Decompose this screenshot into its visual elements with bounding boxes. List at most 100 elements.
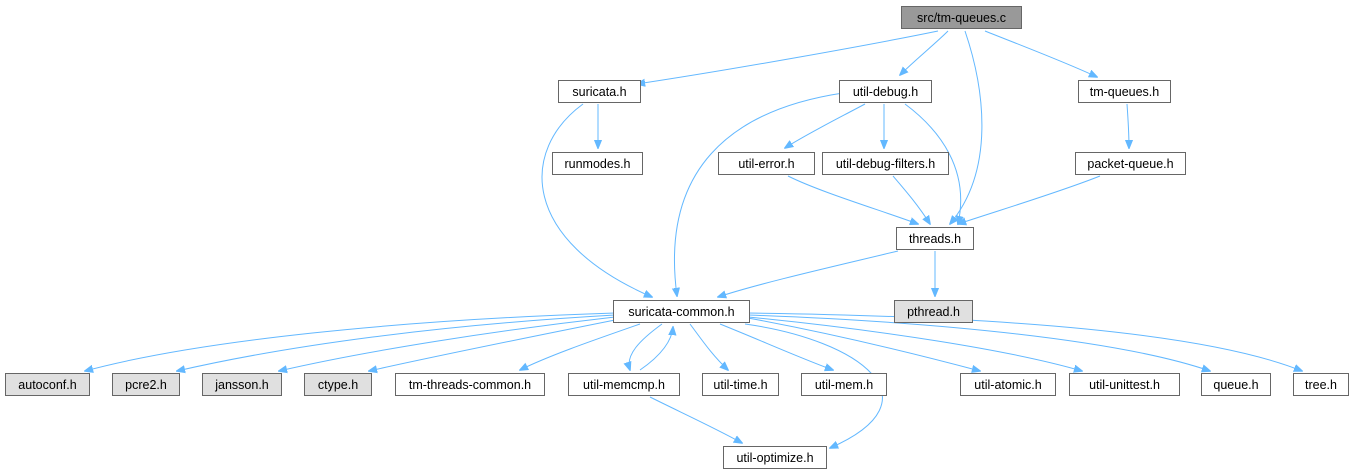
node-tm-queues-c: src/tm-queues.c (901, 6, 1022, 29)
node-util-error-h[interactable]: util-error.h (718, 152, 815, 175)
node-box (1075, 152, 1186, 175)
node-box (1293, 373, 1349, 396)
node-label: tm-queues.h (1090, 85, 1160, 99)
node-label: util-atomic.h (974, 378, 1041, 392)
node-ctype-h[interactable]: ctype.h (304, 373, 372, 396)
node-label: packet-queue.h (1087, 157, 1173, 171)
node-box (702, 373, 779, 396)
node-threads-h[interactable]: threads.h (896, 227, 974, 250)
node-jansson-h[interactable]: jansson.h (202, 373, 282, 396)
node-label: tm-threads-common.h (409, 378, 531, 392)
edge-util-memcmp-h-to-util-optimize-h (649, 396, 742, 443)
edge-suricata-common-h-to-util-memcmp-h (629, 323, 663, 370)
node-label: pcre2.h (125, 378, 167, 392)
node-label: pthread.h (907, 305, 960, 319)
edge-suricata-common-h-to-util-time-h (689, 323, 728, 370)
edge-tm-queues-h-to-packet-queue-h (1127, 103, 1129, 148)
node-box (894, 300, 973, 323)
edge-packet-queue-h-to-threads-h (958, 175, 1101, 224)
node-box (1078, 80, 1171, 103)
node-box (822, 152, 949, 175)
node-label: ctype.h (318, 378, 358, 392)
node-util-unittest-h[interactable]: util-unittest.h (1069, 373, 1180, 396)
node-autoconf-h[interactable]: autoconf.h (5, 373, 90, 396)
node-label: util-error.h (738, 157, 794, 171)
edge-suricata-common-h-to-queue-h (747, 314, 1210, 371)
node-box (202, 373, 282, 396)
edge-util-debug-filters-h-to-threads-h (892, 175, 930, 224)
edge-suricata-common-h-to-util-unittest-h (747, 316, 1082, 371)
node-util-debug-filters-h[interactable]: util-debug-filters.h (822, 152, 949, 175)
node-box (839, 80, 932, 103)
node-suricata-common-h[interactable]: suricata-common.h (613, 300, 750, 323)
edge-util-debug-h-to-util-error-h (785, 103, 866, 148)
edge-suricata-common-h-to-util-mem-h (719, 323, 833, 370)
edge-suricata-common-h-to-util-atomic-h (747, 317, 980, 371)
node-box (960, 373, 1056, 396)
node-tm-threads-common-h[interactable]: tm-threads-common.h (395, 373, 545, 396)
node-label: autoconf.h (18, 378, 76, 392)
node-label: queue.h (1213, 378, 1258, 392)
edge-suricata-common-h-to-ctype-h (369, 319, 616, 371)
node-packet-queue-h[interactable]: packet-queue.h (1075, 152, 1186, 175)
node-box (1069, 373, 1180, 396)
node-box (395, 373, 545, 396)
node-label: threads.h (909, 232, 961, 246)
edge-util-debug-h-to-threads-h (904, 103, 961, 224)
edge-suricata-common-h-to-pcre2-h (177, 314, 616, 371)
edge-suricata-common-h-to-tree-h (747, 312, 1302, 371)
node-label: jansson.h (214, 378, 269, 392)
node-box (896, 227, 974, 250)
node-box (304, 373, 372, 396)
node-label: util-debug.h (853, 85, 918, 99)
node-box (5, 373, 90, 396)
node-box (552, 152, 643, 175)
node-queue-h[interactable]: queue.h (1201, 373, 1271, 396)
node-label: tree.h (1305, 378, 1337, 392)
node-label: src/tm-queues.c (917, 11, 1006, 25)
node-label: util-memcmp.h (583, 378, 665, 392)
edge-suricata-common-h-to-jansson-h (279, 316, 616, 371)
edge-suricata-h-to-suricata-common-h (541, 103, 652, 297)
node-util-optimize-h[interactable]: util-optimize.h (723, 446, 827, 469)
node-label: util-time.h (713, 378, 767, 392)
node-util-time-h[interactable]: util-time.h (702, 373, 779, 396)
edge-suricata-common-h-to-autoconf-h (85, 312, 616, 371)
node-label: runmodes.h (564, 157, 630, 171)
node-label: util-optimize.h (736, 451, 813, 465)
node-box (901, 6, 1022, 29)
edge-suricata-common-h-to-tm-threads-common-h (520, 323, 641, 370)
edge-threads-h-to-suricata-common-h (718, 250, 899, 297)
node-box (718, 152, 815, 175)
node-box (801, 373, 887, 396)
edge-tm-queues-c-to-util-debug-h (900, 30, 949, 75)
edge-util-debug-h-to-suricata-common-h (674, 92, 844, 296)
edge-util-memcmp-h-to-suricata-common-h (639, 327, 673, 371)
node-box (723, 446, 827, 469)
node-util-atomic-h[interactable]: util-atomic.h (960, 373, 1056, 396)
node-box (112, 373, 180, 396)
node-box (558, 80, 641, 103)
edge-util-error-h-to-threads-h (787, 175, 918, 224)
node-util-memcmp-h[interactable]: util-memcmp.h (568, 373, 680, 396)
node-box (613, 300, 750, 323)
node-label: suricata.h (572, 85, 626, 99)
node-util-mem-h[interactable]: util-mem.h (801, 373, 887, 396)
node-label: util-unittest.h (1089, 378, 1160, 392)
nodes-layer: src/tm-queues.c suricata.h util-debug.h tm-… (5, 6, 1349, 469)
node-label: util-mem.h (815, 378, 873, 392)
node-util-debug-h[interactable]: util-debug.h (839, 80, 932, 103)
node-box (1201, 373, 1271, 396)
edge-tm-queues-c-to-threads-h (950, 30, 983, 224)
node-runmodes-h[interactable]: runmodes.h (552, 152, 643, 175)
node-suricata-h[interactable]: suricata.h (558, 80, 641, 103)
node-box (568, 373, 680, 396)
edge-tm-queues-c-to-suricata-h (637, 30, 939, 84)
node-pthread-h[interactable]: pthread.h (894, 300, 973, 323)
node-label: suricata-common.h (628, 305, 734, 319)
node-pcre2-h[interactable]: pcre2.h (112, 373, 180, 396)
node-tree-h[interactable]: tree.h (1293, 373, 1349, 396)
edge-tm-queues-c-to-tm-queues-h (984, 30, 1097, 77)
node-tm-queues-h[interactable]: tm-queues.h (1078, 80, 1171, 103)
